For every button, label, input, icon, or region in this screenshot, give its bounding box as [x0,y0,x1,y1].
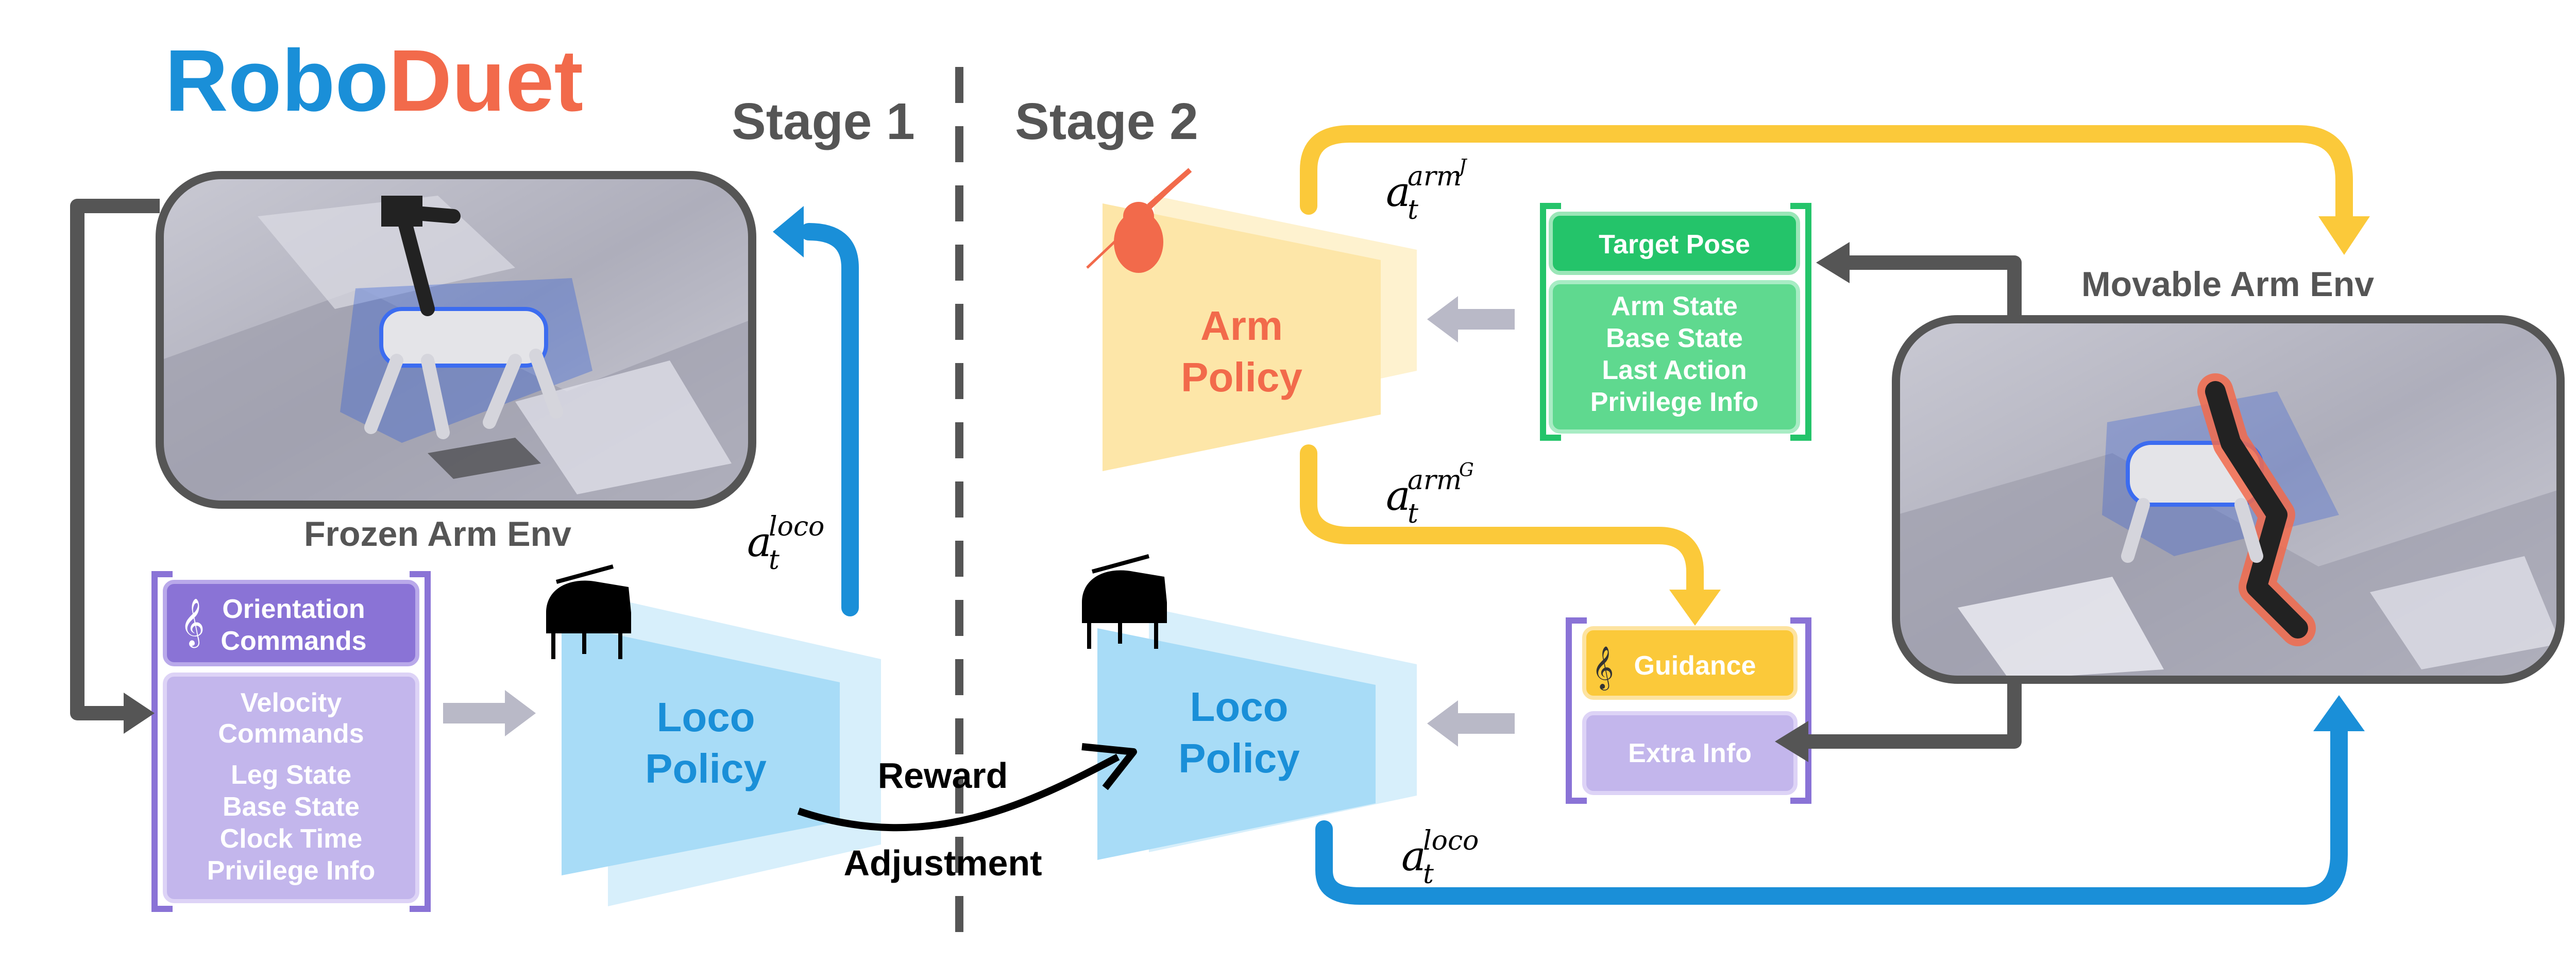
guidance-label: Guidance [1634,651,1756,681]
orientation-commands-line2: Commands [221,626,366,656]
movable-arm-env-label: Movable Arm Env [2081,265,2374,304]
svg-text:a: a [1386,472,1411,520]
privilege-info: Privilege Info [207,856,376,886]
svg-text:a: a [1401,832,1426,880]
stage2-label: Stage 2 [1015,93,1198,150]
stage1-inputs-group: 𝄞 Orientation Commands Velocity Commands… [151,571,431,912]
action-label-loco-stage1: a t loco [747,511,824,576]
velocity-line2: Commands [218,719,364,749]
svg-text:G: G [1459,460,1474,481]
svg-text:t: t [769,545,779,576]
title-robo: Robo [165,32,388,130]
dark-feedback-arrows [70,199,2022,749]
robot-arm-icon [2102,373,2339,646]
loco2-line2: Policy [1178,735,1300,781]
stage1-label: Stage 1 [732,93,915,150]
blue-action-arrows [800,223,2348,905]
arm-state: Arm State [1611,291,1738,321]
violin-icon [1086,168,1192,273]
gold-arrowheads [1669,216,2370,626]
arm-inputs-group: Target Pose Arm State Base State Last Ac… [1540,203,1811,441]
adjustment-label: Adjustment [844,843,1042,883]
piano-icon [1082,554,1167,649]
last-action: Last Action [1602,355,1747,385]
action-label-arm-guidance: a t arm G [1386,460,1474,529]
title: RoboDuet [165,32,583,130]
loco1-line2: Policy [645,746,767,791]
extra-info-label: Extra Info [1628,738,1752,768]
arm-state-box [1549,280,1800,434]
svg-text:t: t [1408,195,1418,226]
reward-label: Reward [878,755,1008,796]
svg-text:t: t [1423,859,1434,890]
loco-policy-stage1: Loco Policy [562,597,881,906]
loco-policy-stage2: Loco Policy [1097,608,1417,860]
arm-line1: Arm [1200,303,1283,349]
arm-base-state: Base State [1606,323,1743,353]
clock-time: Clock Time [220,824,362,854]
guidance-clef-icon: 𝄞 [1592,645,1614,691]
orientation-commands-box [163,580,419,666]
arm-policy: Arm Policy [1103,196,1417,471]
state-inputs-box [163,673,419,903]
svg-text:t: t [1408,498,1418,529]
target-pose-box [1549,212,1800,275]
movable-arm-env-panel [1892,315,2565,684]
svg-text:arm: arm [1408,465,1462,496]
gray-input-arrows [443,296,1515,747]
gold-action-arrows [1300,125,2353,601]
loco1-line1: Loco [656,694,755,740]
svg-text:a: a [747,518,772,566]
base-state: Base State [223,792,360,822]
leg-state: Leg State [231,760,351,790]
treble-clef-icon: 𝄞 [180,598,205,648]
frozen-arm-env-label: Frozen Arm Env [304,514,571,554]
robot-dog-icon [340,196,592,479]
stage2-guidance-group: 𝄞 Guidance Extra Info [1566,617,1811,804]
arm-line2: Policy [1181,354,1302,400]
reward-adjustment-arrow [797,743,1137,832]
title-duet: Duet [388,32,583,130]
guidance-box [1582,626,1798,700]
svg-text:arm: arm [1408,161,1462,192]
target-pose: Target Pose [1599,230,1750,260]
piano-icon [546,564,631,659]
blue-arrowheads [773,206,2365,731]
svg-text:a: a [1386,168,1411,216]
velocity-line1: Velocity [241,688,342,718]
arm-privilege-info: Privilege Info [1590,387,1759,417]
svg-text:loco: loco [1423,825,1479,856]
orientation-commands-line1: Orientation [222,594,365,624]
action-label-arm-joint: a t arm J [1386,156,1468,226]
dark-arrowheads [124,242,1850,762]
frozen-arm-env-panel [156,171,756,509]
loco2-line1: Loco [1190,684,1288,730]
action-label-loco-stage2: a t loco [1401,825,1479,890]
svg-text:loco: loco [769,511,824,542]
